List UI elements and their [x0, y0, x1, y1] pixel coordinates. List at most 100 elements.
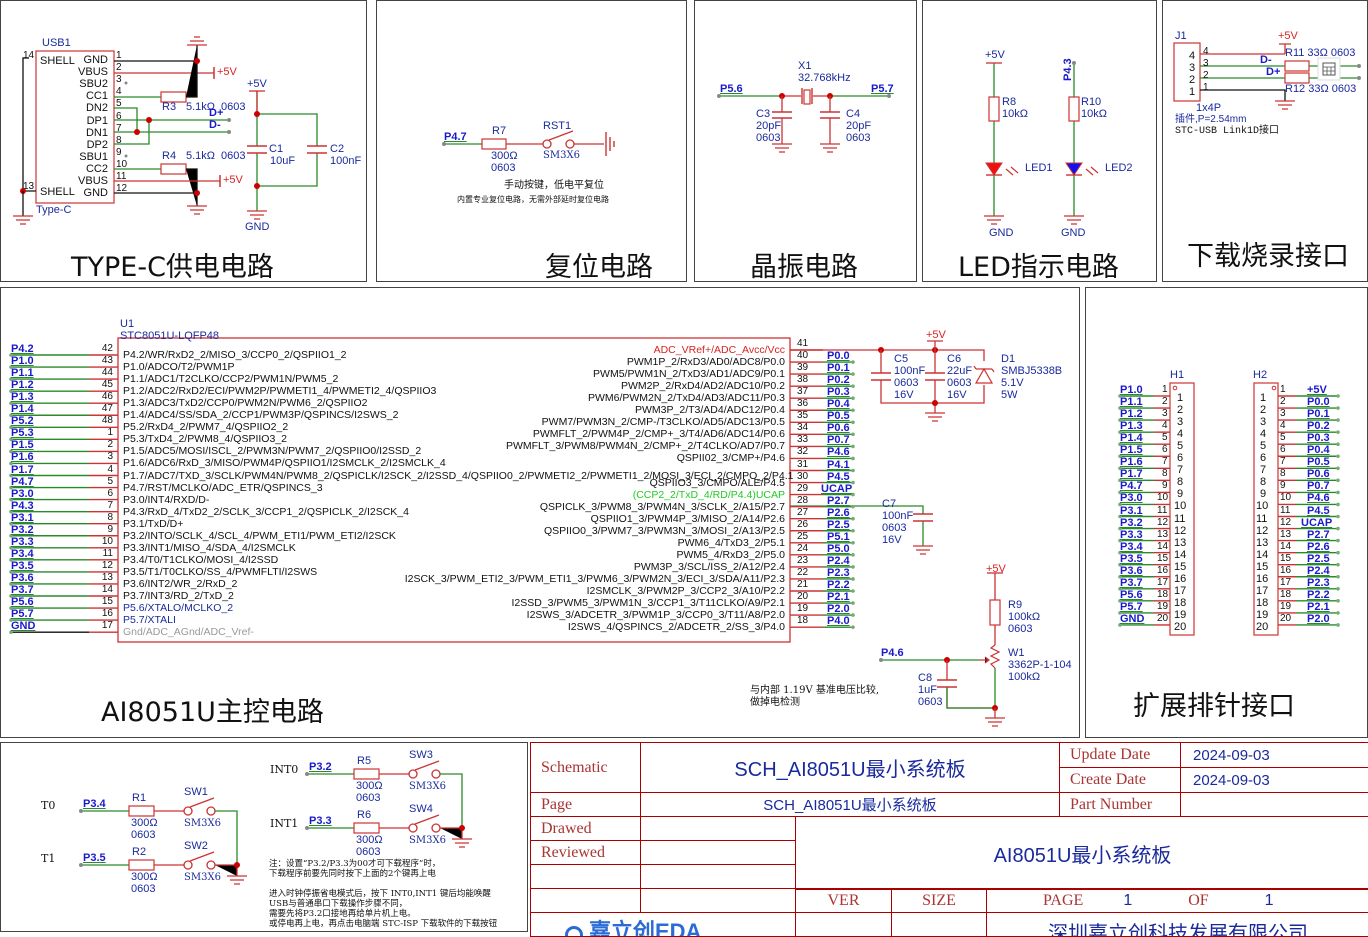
h1-net-label: P3.1 — [1120, 504, 1143, 517]
wire-end — [9, 594, 13, 598]
keys-note-5: 需要先将P3.2口接地再给单片机上电。 — [269, 909, 416, 919]
h1-inner-num: 14 — [1174, 548, 1187, 561]
blank-cell — [640, 888, 796, 913]
wire-end — [9, 618, 13, 622]
usb-ref: USB1 — [42, 37, 71, 49]
wire-end — [1336, 442, 1340, 446]
wire-end — [1118, 623, 1122, 627]
mcu-right-pin-name: I2SWS_3/ADCETR_3/PWM1P_3/CCP0_3/T11/A8/P… — [526, 609, 785, 622]
mcu-left-pin-num: 16 — [101, 608, 113, 620]
u1-part: STC8051U-LQFP48 — [120, 330, 220, 342]
led-vcc: +5V — [985, 49, 1005, 61]
sw1-value: SM3X6 — [184, 818, 221, 829]
r10-ref: R10 — [1081, 96, 1102, 108]
h1-net-label: P4.7 — [1120, 480, 1143, 493]
size-label: SIZE — [891, 888, 987, 913]
mcu-right-pin-num: 37 — [797, 386, 809, 398]
mcu-right-net-label: P0.4 — [827, 398, 850, 411]
net-dplus: D+ — [209, 107, 224, 119]
wire-end — [1336, 394, 1340, 398]
wire-end — [1336, 454, 1340, 459]
j1-ref: J1 — [1175, 30, 1187, 42]
h2-inner-num: 6 — [1260, 452, 1267, 465]
schematic-label: Schematic — [530, 742, 641, 793]
w1-ref: W1 — [1008, 647, 1025, 659]
mcu-left-pin-num: 2 — [107, 439, 113, 451]
wire-end — [851, 516, 855, 521]
pdet-note-1: 与内部 1.19V 基准电压比较, — [750, 685, 880, 696]
wire-end — [851, 504, 855, 509]
rst1-ref: RST1 — [543, 120, 572, 132]
r12-label: R12 33Ω 0603 — [1285, 83, 1357, 95]
mcu-left-pin-name: P5.6/XTALO/MCLKO_2 — [123, 602, 234, 615]
mcu-left-net-label: P1.1 — [11, 367, 34, 380]
mcu-right-net-label: P4.6 — [827, 446, 850, 459]
wire-end — [9, 377, 13, 381]
h1-pin-num: 19 — [1157, 600, 1169, 612]
c2-ref: C2 — [330, 143, 345, 155]
h2-net-label: P2.1 — [1307, 600, 1330, 613]
usb-pin-num: 6 — [116, 110, 122, 122]
download-vcc: +5V — [1278, 30, 1298, 42]
r1-value: 300Ω — [131, 817, 158, 829]
mcu-right-pin-num: 32 — [797, 446, 809, 458]
r4-pkg: 0603 — [221, 150, 246, 162]
mcu-right-net-label: P0.1 — [827, 362, 850, 375]
wire-end — [1118, 430, 1122, 434]
h1-net-label: P3.7 — [1120, 576, 1143, 589]
mcu-right-net-label: P2.7 — [827, 494, 850, 507]
mcu-left-pin-num: 47 — [101, 403, 113, 415]
gnd-label: GND — [989, 227, 1014, 239]
page-of-cell: PAGE 1 OF 1 — [986, 888, 1368, 913]
mcu-right-pin-name: QSPIIO3_3/CMPO/ALE/P4.5 — [649, 476, 785, 489]
mcu-right-pin-num: 36 — [797, 398, 809, 410]
company-cell: 深圳嘉立创科技发展有限公司 — [986, 912, 1368, 937]
reset-title: 复位电路 — [545, 252, 653, 283]
net-p34: P3.4 — [83, 798, 106, 810]
h1-inner-num: 2 — [1177, 404, 1184, 417]
mcu-left-pin-name: P4.2/WR/RxD2_2/MISO_3/CCP0_2/QSPIIO1_2 — [123, 349, 347, 361]
h2-net-label: P0.6 — [1307, 468, 1330, 481]
h2-inner-num: 18 — [1256, 596, 1269, 609]
typec-wiring — [13, 36, 327, 225]
page-label: Page — [530, 792, 641, 817]
c8-ref: C8 — [918, 672, 933, 684]
wire-end — [9, 401, 13, 405]
mcu-right-net-label: P0.7 — [827, 434, 850, 447]
mcu-right-net-label: P4.0 — [827, 615, 850, 628]
usb-pin-num: 3 — [116, 74, 122, 86]
h2-net-label: P4.6 — [1307, 492, 1330, 505]
blank-cell — [530, 864, 641, 889]
wire-end — [851, 420, 855, 425]
mcu-right-pin-name: PWM1P_2/RxD3/AD0/ADC8/P0.0 — [626, 356, 785, 369]
mcu-left-net-label: P5.7 — [11, 608, 34, 621]
r5-value: 300Ω — [356, 780, 383, 792]
mcu-left-pin-num: 43 — [101, 355, 113, 367]
wire-end — [9, 546, 13, 550]
title-block: Schematic SCH_AI8051U最小系统板 Update Date 2… — [530, 742, 1368, 937]
download-title: 下载烧录接口 — [1187, 241, 1349, 272]
r5-pkg: 0603 — [356, 792, 381, 804]
d1-voltage: 5.1V — [1001, 377, 1024, 389]
mcu-right-net-label: P2.1 — [827, 591, 850, 604]
mcu-right-pin-num: 23 — [797, 554, 809, 566]
gnd-label: GND — [245, 221, 270, 233]
j1-package: 1x4P — [1196, 102, 1222, 114]
wire-end — [1118, 526, 1122, 531]
usb-pin-name: DN2 — [85, 102, 108, 115]
mcu-right-pin-name: QSPICLK_3/PWM8_3/PWM4N_3/SCLK_2/A15/P2.7 — [539, 500, 785, 513]
h1-inner-num: 3 — [1177, 416, 1184, 429]
h1-net-label: P1.4 — [1120, 432, 1143, 445]
mcu-right-net-label: P4.1 — [827, 458, 850, 471]
c1-value: 10uF — [270, 155, 296, 167]
r5-ref: R5 — [357, 755, 372, 767]
wire-end — [9, 449, 13, 454]
r7-value: 300Ω — [491, 150, 518, 162]
mcu-left-net-label: P3.6 — [11, 571, 34, 584]
h1-inner-num: 4 — [1177, 428, 1184, 441]
c7-pkg: 0603 — [882, 522, 907, 534]
x1-value: 32.768kHz — [798, 72, 851, 84]
h1-net-label: P5.7 — [1120, 600, 1143, 613]
net-p47: P4.7 — [444, 131, 467, 143]
